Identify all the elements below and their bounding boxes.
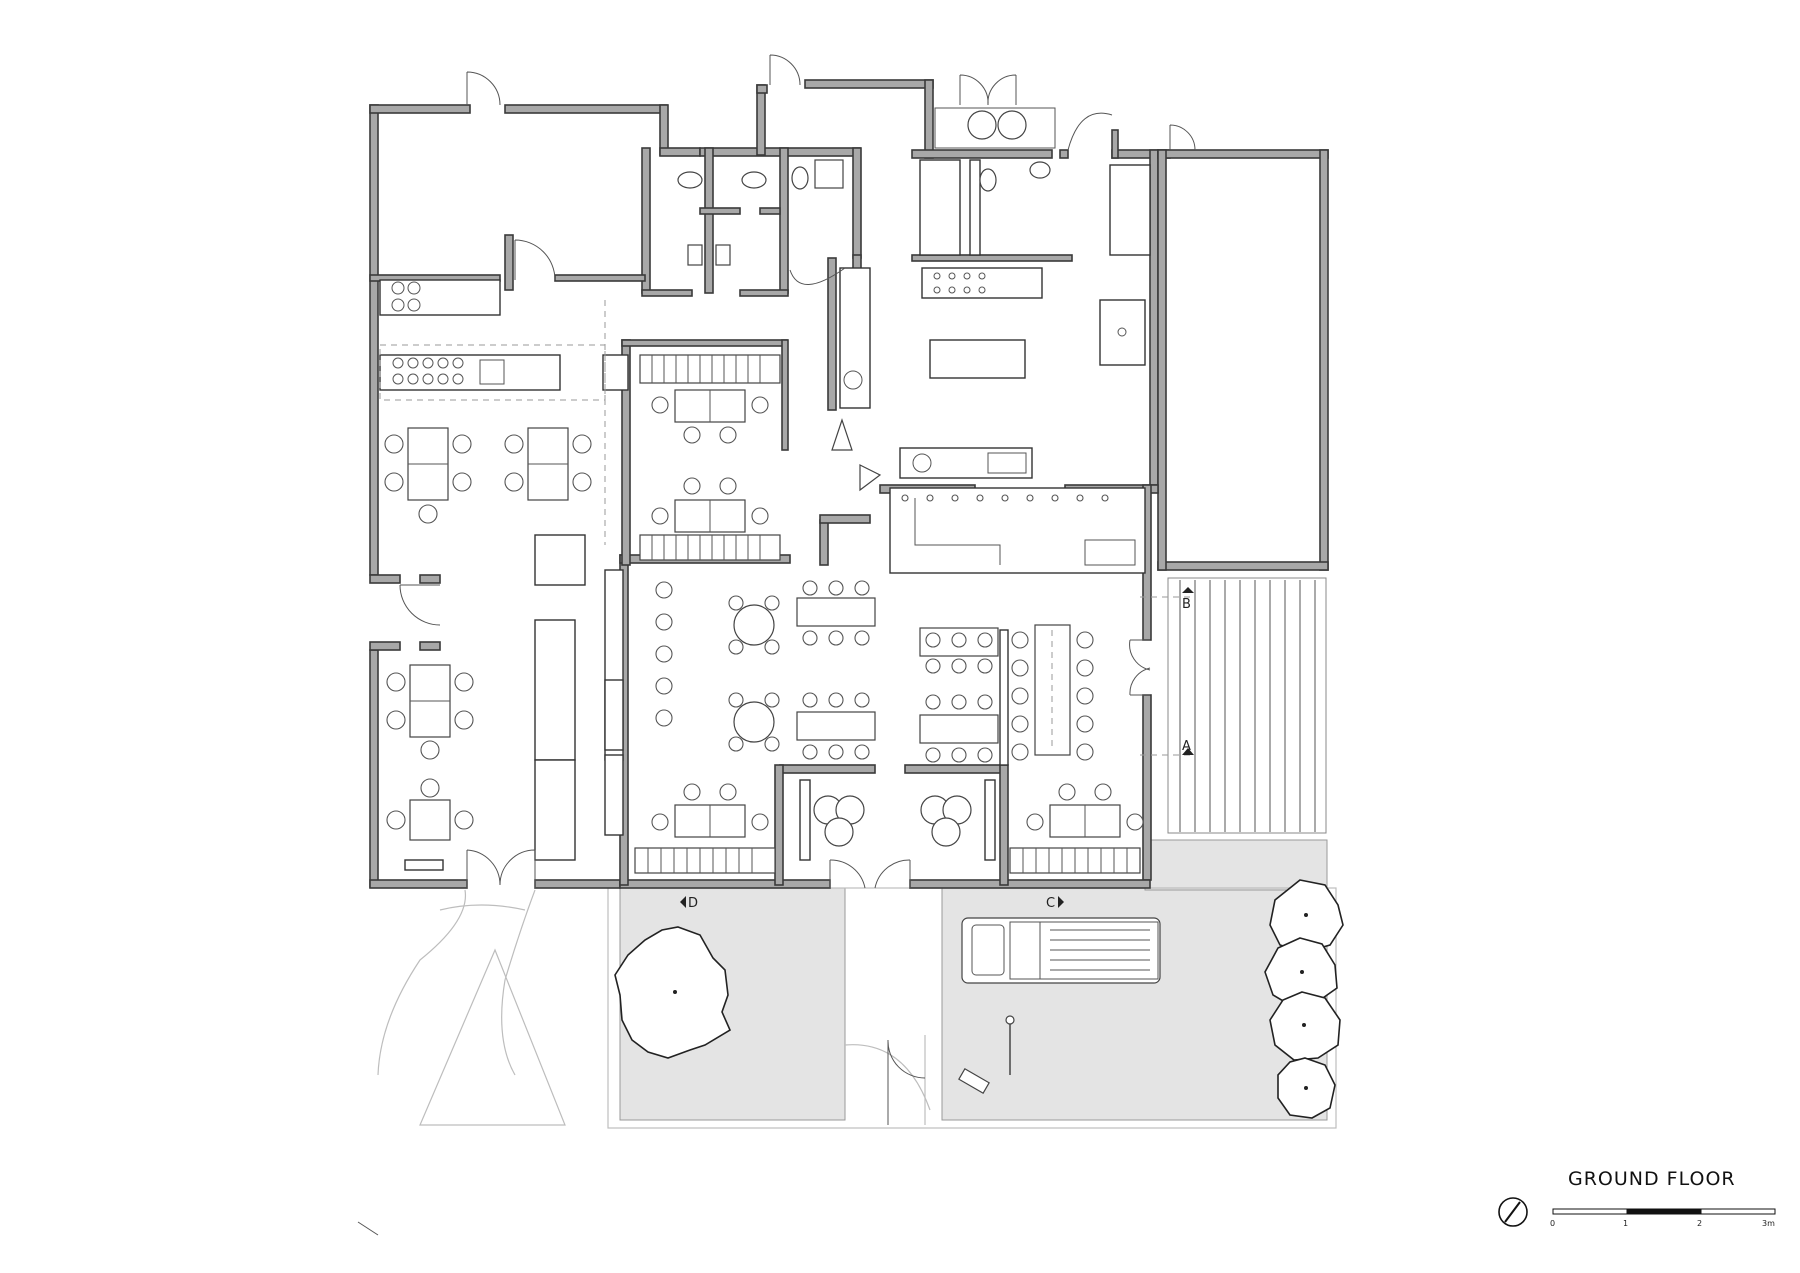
wc-fixtures: [677, 107, 1056, 266]
kitchen-fixtures: [839, 159, 1151, 574]
svg-text:B: B: [1182, 597, 1191, 612]
trees: [614, 879, 1344, 1119]
booth-room: [639, 354, 781, 561]
svg-text:3m: 3m: [1762, 1219, 1775, 1228]
scale-bar: 0 1 2 3m: [1550, 1208, 1776, 1228]
svg-text:0: 0: [1550, 1219, 1555, 1228]
plan-title: GROUND FLOOR: [1568, 1168, 1736, 1190]
section-marker-d: D: [680, 896, 698, 911]
svg-text:1: 1: [1623, 1219, 1628, 1228]
north-arrow-icon: [1498, 1197, 1528, 1227]
svg-text:A: A: [1182, 739, 1191, 754]
main-dining-furniture: [634, 580, 1144, 874]
section-marker-b: B: [1140, 587, 1195, 612]
pendant-lights: [901, 494, 1109, 502]
svg-text:D: D: [688, 896, 698, 911]
parked-vehicle: [961, 917, 1161, 984]
section-marker-a: A: [1140, 739, 1195, 756]
svg-text:C: C: [1046, 896, 1055, 911]
west-dining-furniture: [384, 427, 592, 841]
doors: [399, 54, 1196, 1125]
west-kitchen: [379, 279, 629, 871]
timber-deck: [1167, 577, 1327, 834]
section-marker-c: C: [1046, 896, 1064, 911]
entry-path-outline: [357, 889, 566, 1236]
yard-objects: [958, 1015, 1015, 1095]
svg-text:2: 2: [1697, 1219, 1702, 1228]
